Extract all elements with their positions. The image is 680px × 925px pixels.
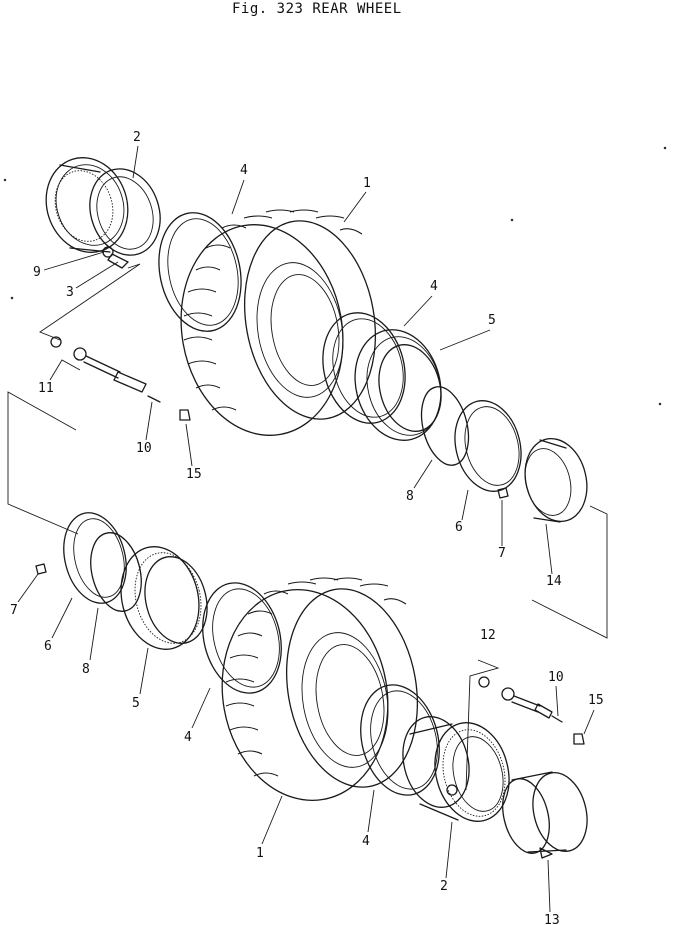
- tire-lower: [221, 577, 419, 802]
- o-ring-upper: [420, 386, 470, 466]
- label-b-side-ring: 5: [132, 696, 140, 711]
- side-ring-upper: [354, 329, 442, 441]
- side-ring-lower: [120, 546, 208, 650]
- bracket-right: [531, 505, 608, 639]
- speck-marks: [3, 146, 667, 406]
- o-ring-lower: [90, 532, 142, 612]
- label-a-valve-core: 10: [136, 441, 152, 456]
- rim-upper: [45, 157, 161, 256]
- rim-lower: [402, 716, 510, 822]
- label-a-valve-cap: 3: [66, 285, 74, 300]
- label-a-spacer: 14: [546, 574, 562, 589]
- lock-ring-lower: [63, 512, 127, 604]
- flap-upper-outer: [158, 212, 242, 332]
- figure-title: Fig. 323 REAR WHEEL: [232, 1, 402, 17]
- label-a-side-ring: 5: [488, 313, 496, 328]
- lug-upper: [497, 487, 509, 499]
- lug-lower: [35, 563, 47, 575]
- spacer-lower: [502, 771, 588, 859]
- label-a-tire: 1: [363, 176, 371, 191]
- label-b-cap-nut: 15: [588, 693, 604, 708]
- label-a-valve-nut: 9: [33, 265, 41, 280]
- bracket-left: [7, 391, 79, 535]
- lock-ring-upper: [454, 400, 522, 492]
- tire-upper: [180, 209, 377, 436]
- spacer-upper: [524, 437, 588, 523]
- label-a-rim: 2: [133, 130, 141, 145]
- label-b-flap-inner: 4: [362, 834, 370, 849]
- label-b-valve-core: 10: [548, 670, 564, 685]
- label-a-flap-outer: 4: [240, 163, 248, 178]
- label-b-o-ring: 8: [82, 662, 90, 677]
- label-b-rim: 2: [440, 879, 448, 894]
- label-b-spacer: 13: [544, 913, 560, 925]
- flap-lower-inner: [360, 684, 440, 796]
- label-a-cap-nut: 15: [186, 467, 202, 482]
- label-a-o-ring: 8: [406, 489, 414, 504]
- label-b-lock-ring: 6: [44, 639, 52, 654]
- label-a-flap-inner: 4: [430, 279, 438, 294]
- label-a-lug: 7: [498, 546, 506, 561]
- valve-lower: [465, 659, 585, 791]
- label-b-valve-assy: 12: [480, 628, 496, 643]
- flap-lower: [202, 582, 282, 694]
- label-a-valve-assy: 11: [38, 381, 54, 396]
- label-b-flap: 4: [184, 730, 192, 745]
- flap-upper-inner: [322, 312, 406, 424]
- rim-valve-upper: [102, 246, 129, 269]
- label-b-lug: 7: [10, 603, 18, 618]
- label-a-lock-ring: 6: [455, 520, 463, 535]
- label-b-tire: 1: [256, 846, 264, 861]
- valve-upper: [50, 336, 191, 421]
